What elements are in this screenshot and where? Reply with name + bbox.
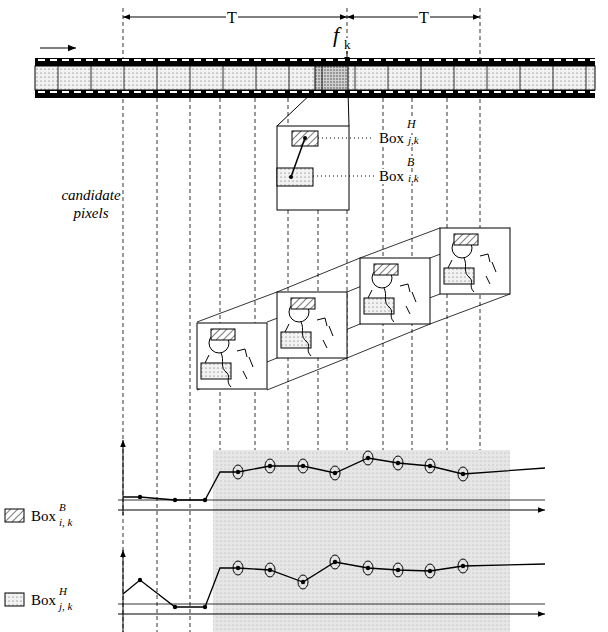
period-label: T xyxy=(226,10,238,26)
box-label: H xyxy=(58,586,68,597)
axis-label: candidate pixels xyxy=(60,186,122,222)
legend-swatch xyxy=(4,592,26,608)
box-label: B xyxy=(406,156,415,168)
box-label: i, k xyxy=(58,517,73,528)
box-label: f xyxy=(332,24,340,46)
box-label: B xyxy=(58,502,67,513)
box-label: Box xyxy=(378,131,405,146)
box-label: Box xyxy=(378,169,405,184)
box-label: H xyxy=(406,118,417,130)
box-label: j,k xyxy=(407,135,420,146)
box-label: j, k xyxy=(58,601,73,612)
legend-entry: Box xyxy=(4,508,56,524)
period-label: T xyxy=(418,10,430,26)
legend-entry: Box xyxy=(4,592,56,608)
box-label: i,k xyxy=(407,173,420,184)
legend-text: Box xyxy=(31,509,56,524)
legend-text: Box xyxy=(31,593,56,608)
legend-swatch xyxy=(4,508,26,524)
box-label: k xyxy=(343,38,352,51)
